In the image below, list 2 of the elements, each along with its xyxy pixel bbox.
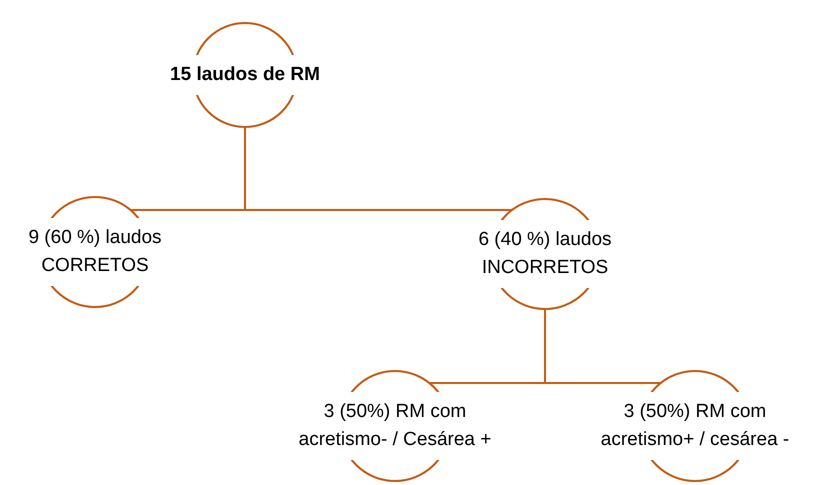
connector-line [544,309,661,384]
connector-line [244,127,512,211]
